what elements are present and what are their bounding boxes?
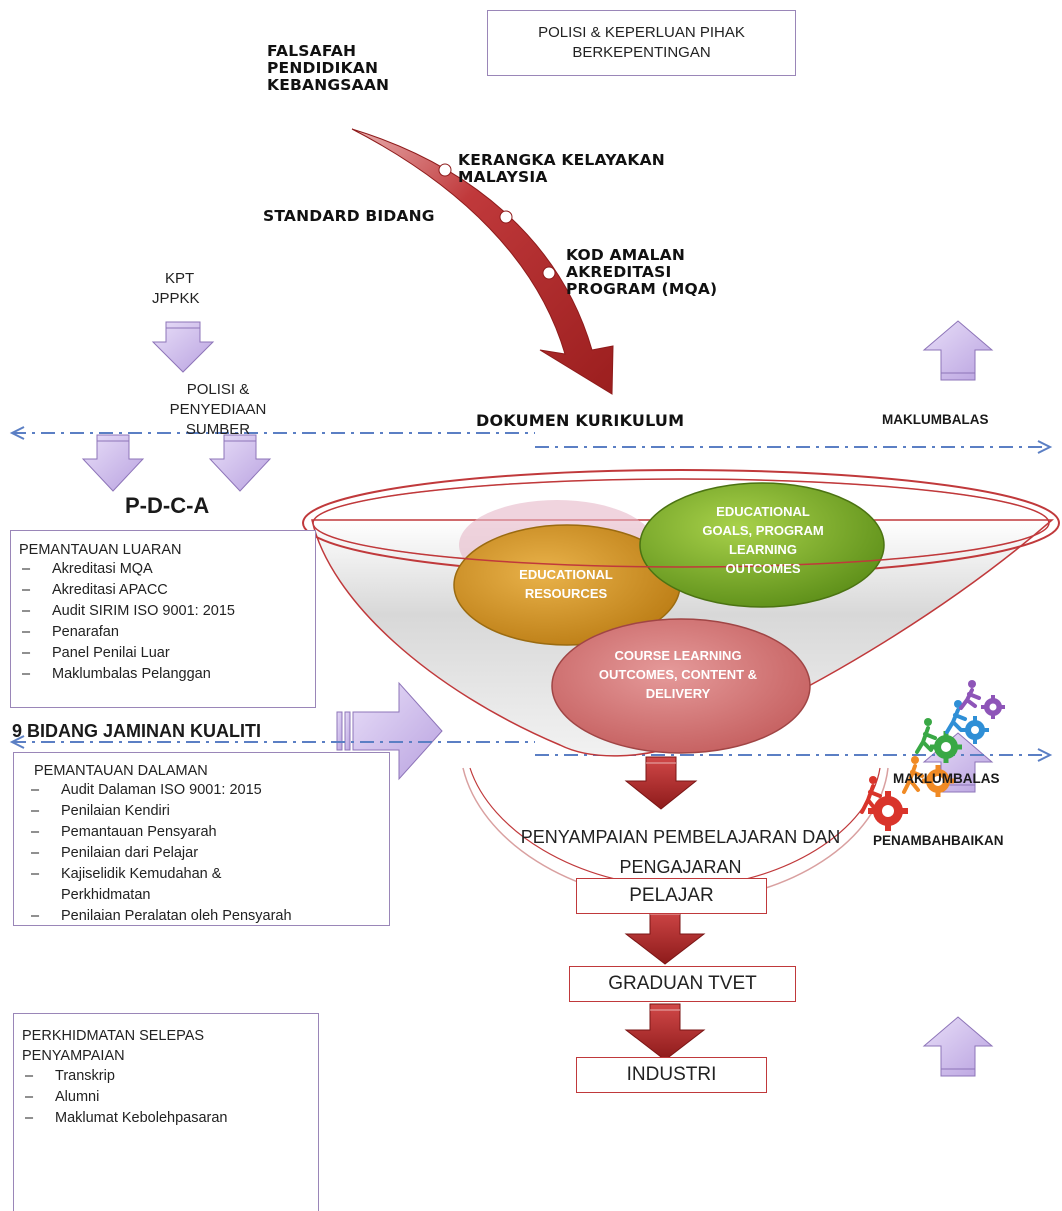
list-item: Pemantauan Pensyarah [28,822,389,843]
lavender-down-arrows [81,321,272,492]
list-item: Panel Penilai Luar [19,643,315,664]
pemantauan-luaran-box: PEMANTAUAN LUARAN Akreditasi MQA Akredit… [10,530,316,708]
graduan-label: GRADUAN TVET [608,973,757,994]
stakeholder-policy-text: POLISI & KEPERLUAN PIHAK BERKEPENTINGAN [538,24,745,61]
list-item: Audit Dalaman ISO 9001: 2015 [28,780,389,801]
list-item: Transkrip [22,1066,318,1087]
bubble-educational-goals: EDUCATIONAL GOALS, PROGRAM LEARNING OUTC… [702,504,824,576]
label-kerangka: KERANGKA KELAYAKAN MALAYSIA [458,151,665,186]
list-item: Maklumbalas Pelanggan [19,664,315,685]
bubble-course-learning: COURSE LEARNING OUTCOMES, CONTENT & DELI… [598,648,758,701]
label-falsafah: FALSAFAH PENDIDIKAN KEBANGSAAN [267,42,390,94]
list-item: Alumni [22,1087,318,1108]
curriculum-flow-arrow [351,128,614,395]
label-pdca: P-D-C-A [125,493,210,518]
lavender-up-arrows [922,320,994,1077]
list-item: Akreditasi MQA [19,559,315,580]
pemantauan-dalaman-box: PEMANTAUAN DALAMAN Audit Dalaman ISO 900… [13,752,390,927]
big-right-arrow [336,681,443,781]
gears-people-icon [860,680,1005,831]
pemantauan-dalaman-list: Audit Dalaman ISO 9001: 2015 Penilaian K… [28,780,389,927]
label-penambahbaikan: PENAMBAHBAIKAN [873,833,1004,848]
label-polisi-sumber: POLISI & PENYEDIAAN SUMBER [169,381,267,438]
list-item: Akreditasi APACC [19,580,315,601]
list-item: Kajiselidik Kemudahan & Perkhidmatan [28,864,281,906]
list-item: Audit SIRIM ISO 9001: 2015 [19,601,315,622]
pemantauan-dalaman-title: PEMANTAUAN DALAMAN [34,763,208,779]
list-item: Penilaian Peralatan oleh Pensyarah [28,906,389,927]
graduan-box: GRADUAN TVET [569,966,796,1002]
pemantauan-luaran-list: Akreditasi MQA Akreditasi APACC Audit SI… [19,559,315,685]
label-maklumbalas-bottom: MAKLUMBALAS [893,771,1000,786]
dashed-feedback-lines [9,426,1053,762]
list-item: Penilaian Kendiri [28,801,389,822]
perkhidmatan-selepas-title: PERKHIDMATAN SELEPAS PENYAMPAIAN [22,1028,205,1064]
label-kpt: KPT [165,270,195,287]
red-down-arrows [624,756,706,1061]
label-kod-amalan: KOD AMALAN AKREDITASI PROGRAM (MQA) [566,246,718,298]
label-jppkk: JPPKK [152,290,200,307]
label-penyampaian: PENYAMPAIAN PEMBELAJARAN DAN PENGAJARAN [520,827,841,877]
stakeholder-policy-box: POLISI & KEPERLUAN PIHAK BERKEPENTINGAN [487,10,796,76]
pelajar-label: PELAJAR [629,885,714,906]
industri-box: INDUSTRI [576,1057,767,1093]
list-item: Maklumat Kebolehpasaran [22,1108,318,1129]
list-item: Penarafan [19,622,315,643]
perkhidmatan-selepas-box: PERKHIDMATAN SELEPAS PENYAMPAIAN Transkr… [13,1013,319,1211]
list-item: Penilaian dari Pelajar [28,843,389,864]
pemantauan-luaran-title: PEMANTAUAN LUARAN [19,542,182,558]
bubble-educational-resources: EDUCATIONAL RESOURCES [519,567,613,601]
industri-label: INDUSTRI [626,1064,717,1085]
label-9-bidang: 9 BIDANG JAMINAN KUALITI [12,721,262,741]
label-maklumbalas-top: MAKLUMBALAS [882,412,989,427]
pelajar-box: PELAJAR [576,878,767,914]
label-standard-bidang: STANDARD BIDANG [263,207,435,225]
perkhidmatan-selepas-list: Transkrip Alumni Maklumat Kebolehpasaran [22,1066,318,1129]
bubbles [312,478,1050,754]
label-dokumen-kurikulum: DOKUMEN KURIKULUM [476,411,685,430]
